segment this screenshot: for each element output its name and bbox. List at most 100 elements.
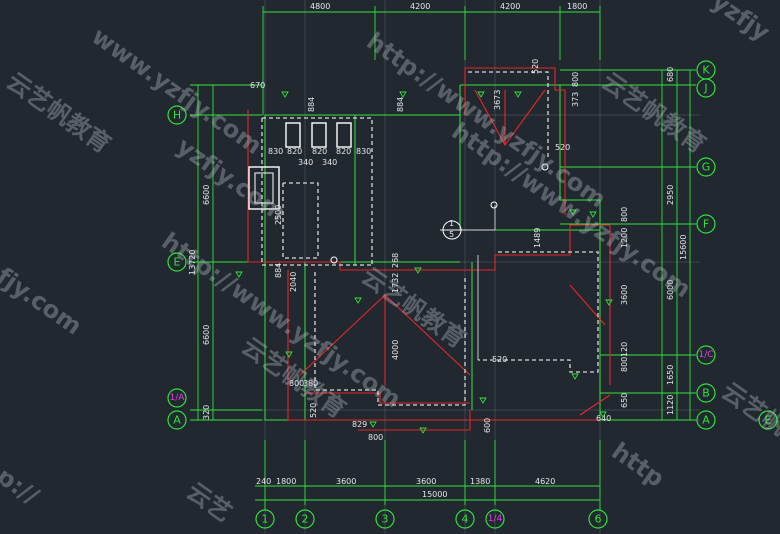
right-dim-1650: 1650 bbox=[666, 365, 675, 385]
wall-lines bbox=[261, 71, 599, 406]
watermark-8: 云艺帆教育 bbox=[357, 262, 471, 354]
dim-520c: 520 bbox=[555, 143, 570, 152]
watermark-9: fjy.com bbox=[0, 262, 87, 341]
top-dim-3: 4200 bbox=[500, 2, 520, 11]
bottom-dim-1380: 1380 bbox=[470, 477, 490, 486]
axis-E-left: E bbox=[174, 256, 181, 269]
watermark-15: 云艺帆教育 bbox=[717, 377, 780, 469]
watermark-12: http bbox=[607, 437, 670, 493]
right-dim-6000: 6000 bbox=[666, 280, 675, 300]
axis-1-4: 1/4 bbox=[488, 514, 503, 524]
dim-3673: 3673 bbox=[493, 90, 502, 110]
section-number: 1 bbox=[449, 219, 454, 228]
dim-884a: 884 bbox=[307, 97, 316, 112]
axis-H: H bbox=[173, 109, 181, 122]
dim-600: 600 bbox=[483, 418, 492, 433]
watermark-5: 云艺帆教育 bbox=[597, 67, 711, 159]
dim-340b: 340 bbox=[322, 158, 337, 167]
dim-800b: 800 bbox=[368, 433, 383, 442]
left-dimension-chain: 670 6600 6600 320 13720 bbox=[188, 81, 265, 421]
bottom-dim-3600b: 3600 bbox=[416, 477, 436, 486]
dim-650: 650 bbox=[620, 393, 629, 408]
top-dim-2: 4200 bbox=[410, 2, 430, 11]
dim-2040: 2040 bbox=[289, 272, 298, 292]
watermark-3: 云艺帆教育 bbox=[2, 67, 116, 159]
top-dim-4: 1800 bbox=[567, 2, 587, 11]
axis-bubbles-bottom: 1 2 3 4 1/4 6 bbox=[255, 509, 608, 529]
dim-520a: 520 bbox=[309, 403, 318, 418]
dim-884b: 884 bbox=[396, 97, 405, 112]
axis-1-C: 1/C bbox=[698, 350, 713, 360]
vent-box-2 bbox=[311, 122, 327, 148]
axis-bubbles-left: H E 1/A A bbox=[167, 105, 187, 430]
right-dim-2950: 2950 bbox=[666, 185, 675, 205]
dim-340a: 340 bbox=[298, 158, 313, 167]
drain-2 bbox=[490, 201, 498, 209]
level-markers bbox=[235, 91, 613, 434]
watermark-4: http://www.yzfjy.com bbox=[362, 27, 612, 213]
axis-E-edge: E bbox=[765, 414, 772, 427]
bottom-dim-1800: 1800 bbox=[276, 477, 296, 486]
drain-3 bbox=[541, 163, 549, 171]
bottom-total: 15000 bbox=[422, 490, 447, 499]
bottom-dim-3600a: 3600 bbox=[336, 477, 356, 486]
dim-800c: 800 bbox=[571, 72, 580, 87]
right-dimension-chain: 680 2950 6000 1650 1120 15600 bbox=[560, 67, 696, 421]
left-dim-320: 320 bbox=[202, 405, 211, 420]
axis-K: K bbox=[702, 64, 710, 77]
bottom-dimension-chain: 240 1800 3600 3600 1380 4620 15000 bbox=[255, 440, 601, 510]
axis-G: G bbox=[702, 161, 711, 174]
axis-B: B bbox=[702, 387, 710, 400]
dim-800e: 800 bbox=[620, 357, 629, 372]
dim-1732: 1732 bbox=[391, 273, 400, 293]
top-dim-1: 4800 bbox=[310, 2, 330, 11]
watermark-10: http://www.yzfjy.com bbox=[447, 117, 697, 303]
watermark-14: p:// bbox=[0, 462, 44, 510]
chimney-inner bbox=[254, 172, 274, 204]
axis-F: F bbox=[703, 218, 709, 231]
dim-2500: 2500 bbox=[274, 205, 283, 225]
dim-884c: 884 bbox=[274, 263, 283, 278]
axis-A-left: A bbox=[173, 414, 181, 427]
section-sheet: 5 bbox=[449, 230, 454, 239]
top-dimension-chain: 4800 4200 4200 1800 bbox=[262, 2, 601, 115]
dim-1200: 1200 bbox=[620, 228, 629, 248]
vent-box-1 bbox=[285, 122, 301, 148]
dim-520b: 520 bbox=[531, 59, 540, 74]
dim-820c: 820 bbox=[336, 147, 351, 156]
axis-3: 3 bbox=[382, 513, 389, 526]
dim-820b: 820 bbox=[312, 147, 327, 156]
watermark-13: 云艺 bbox=[182, 477, 237, 527]
axis-A-right: A bbox=[702, 414, 710, 427]
vent-box-3 bbox=[336, 122, 352, 148]
dim-120: 120 bbox=[620, 342, 629, 357]
axis-6: 6 bbox=[595, 513, 602, 526]
left-dim-6600b: 6600 bbox=[202, 325, 211, 345]
right-dim-680: 680 bbox=[666, 67, 675, 82]
axis-1-A: 1/A bbox=[170, 393, 186, 403]
dim-800d: 800 bbox=[620, 207, 629, 222]
axis-bubbles-right: K J G F 1/C B A E bbox=[696, 60, 778, 430]
dim-268: 268 bbox=[391, 253, 400, 268]
dim-373: 373 bbox=[571, 92, 580, 107]
axis-2: 2 bbox=[302, 513, 309, 526]
dim-829: 829 bbox=[352, 420, 367, 429]
axis-1: 1 bbox=[262, 513, 269, 526]
dim-830a: 830 bbox=[268, 147, 283, 156]
dim-3600: 3600 bbox=[620, 285, 629, 305]
right-dim-15600: 15600 bbox=[679, 235, 688, 260]
dim-830b: 830 bbox=[356, 147, 371, 156]
dim-380: 380 bbox=[303, 379, 318, 388]
interior-dimensions: 884 884 830 820 820 820 830 340 340 2500… bbox=[268, 59, 629, 442]
dim-520d: 520 bbox=[492, 355, 507, 364]
bottom-dim-240: 240 bbox=[256, 477, 271, 486]
dim-800a: 800 bbox=[289, 379, 304, 388]
right-dim-1120: 1120 bbox=[666, 395, 675, 415]
bottom-dim-4620: 4620 bbox=[535, 477, 555, 486]
roof-beams bbox=[247, 67, 611, 431]
fixtures bbox=[248, 122, 549, 264]
dim-4000: 4000 bbox=[391, 340, 400, 360]
dim-640: 640 bbox=[596, 414, 611, 423]
